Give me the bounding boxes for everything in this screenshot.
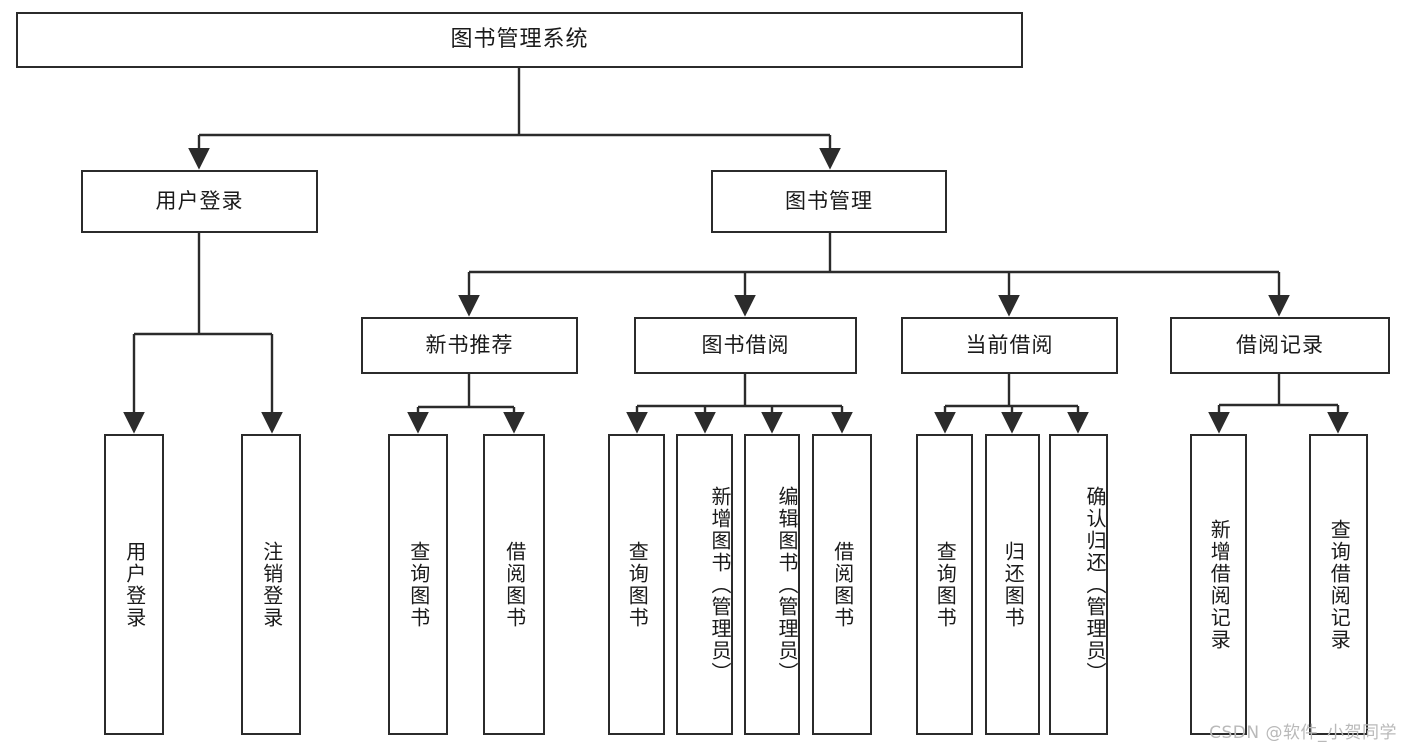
node-leaf-借阅记录-查询借阅记录[interactable]: 查询借阅记录 — [1309, 434, 1368, 735]
node-level2-图书管理[interactable]: 图书管理 — [711, 170, 947, 233]
node-level2-用户登录[interactable]: 用户登录 — [81, 170, 318, 233]
node-leaf-图书借阅-借阅图书[interactable]: 借阅图书 — [812, 434, 872, 735]
node-leaf-借阅记录-新增借阅记录[interactable]: 新增借阅记录 — [1190, 434, 1247, 735]
node-level3-图书借阅[interactable]: 图书借阅 — [634, 317, 857, 374]
node-leaf-新书推荐-查询图书[interactable]: 查询图书 — [388, 434, 448, 735]
node-leaf-用户登录-用户登录[interactable]: 用户登录 — [104, 434, 164, 735]
node-leaf-用户登录-注销登录[interactable]: 注销登录 — [241, 434, 301, 735]
node-leaf-图书借阅-编辑图书管理员[interactable]: 编辑图书（管理员） — [744, 434, 800, 735]
node-leaf-图书借阅-新增图书管理员[interactable]: 新增图书（管理员） — [676, 434, 733, 735]
node-leaf-当前借阅-确认归还管理员[interactable]: 确认归还（管理员） — [1049, 434, 1108, 735]
node-level3-借阅记录[interactable]: 借阅记录 — [1170, 317, 1390, 374]
node-level3-新书推荐[interactable]: 新书推荐 — [361, 317, 578, 374]
node-leaf-当前借阅-查询图书[interactable]: 查询图书 — [916, 434, 973, 735]
node-root-system[interactable]: 图书管理系统 — [16, 12, 1023, 68]
node-leaf-当前借阅-归还图书[interactable]: 归还图书 — [985, 434, 1040, 735]
node-leaf-图书借阅-查询图书[interactable]: 查询图书 — [608, 434, 665, 735]
watermark-label: CSDN @软件_小贺同学 — [1209, 723, 1397, 743]
node-level3-当前借阅[interactable]: 当前借阅 — [901, 317, 1118, 374]
node-leaf-新书推荐-借阅图书[interactable]: 借阅图书 — [483, 434, 545, 735]
